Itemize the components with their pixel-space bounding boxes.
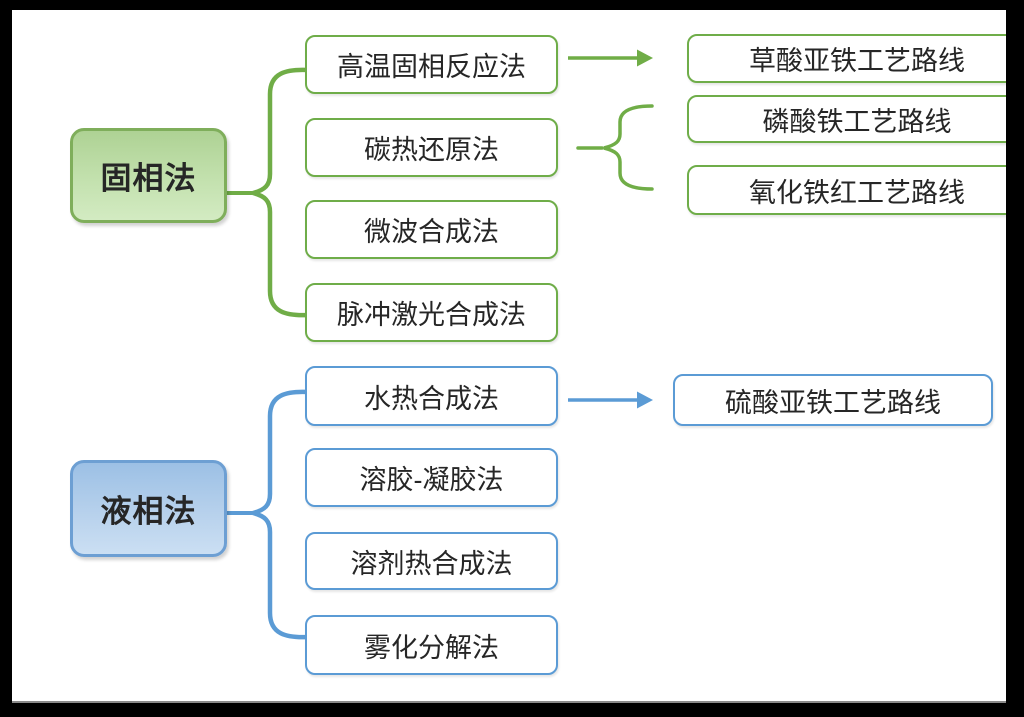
method-node-hydrothermal-synthesis: 水热合成法 [305,366,558,426]
method-label: 雾化分解法 [364,632,499,663]
route-label: 磷酸铁工艺路线 [762,106,952,137]
method-label: 溶胶-凝胶法 [359,465,504,495]
method-label: 溶剂热合成法 [350,548,513,579]
route-node-ferrous-sulfate: 硫酸亚铁工艺路线 [673,374,993,426]
parent-node-label: 液相法 [100,494,197,529]
route-label: 硫酸亚铁工艺路线 [725,387,941,418]
connector-brace-solid-phase [252,67,311,318]
connector-brace-liquid-phase [252,389,311,640]
method-node-atomization-decomposition: 雾化分解法 [305,615,558,675]
method-node-carbothermal-reduction: 碳热还原法 [305,118,558,177]
method-label: 碳热还原法 [364,135,499,165]
method-label: 高温固相反应法 [337,52,526,82]
method-node-pulsed-laser-synthesis: 脉冲激光合成法 [305,283,558,342]
parent-node-label: 固相法 [100,161,197,196]
bottom-hairline [12,701,1006,703]
parent-node-solid-phase: 固相法 [70,128,227,223]
connector-arrowhead-high-temp [637,49,653,67]
connector-arrowhead-hydrothermal [637,391,653,409]
method-node-microwave-synthesis: 微波合成法 [305,200,558,259]
route-node-iron-phosphate: 磷酸铁工艺路线 [687,95,1006,143]
method-node-solvothermal-synthesis: 溶剂热合成法 [305,532,558,590]
route-label: 氧化铁红工艺路线 [749,177,965,208]
method-label: 水热合成法 [364,383,499,414]
method-node-sol-gel: 溶胶-凝胶法 [305,448,558,507]
route-label: 草酸亚铁工艺路线 [749,46,965,76]
route-node-ferrous-oxalate: 草酸亚铁工艺路线 [687,34,1006,83]
method-label: 脉冲激光合成法 [337,300,526,330]
method-label: 微波合成法 [364,217,499,247]
diagram-canvas: 固相法 高温固相反应法 碳热还原法 微波合成法 脉冲激光合成法 草酸亚铁工艺路线… [12,10,1006,703]
route-node-iron-oxide-red: 氧化铁红工艺路线 [687,165,1006,215]
parent-node-liquid-phase: 液相法 [70,460,227,557]
method-node-high-temperature-solid-state: 高温固相反应法 [305,35,558,94]
connector-brace-carbothermal [603,104,654,191]
